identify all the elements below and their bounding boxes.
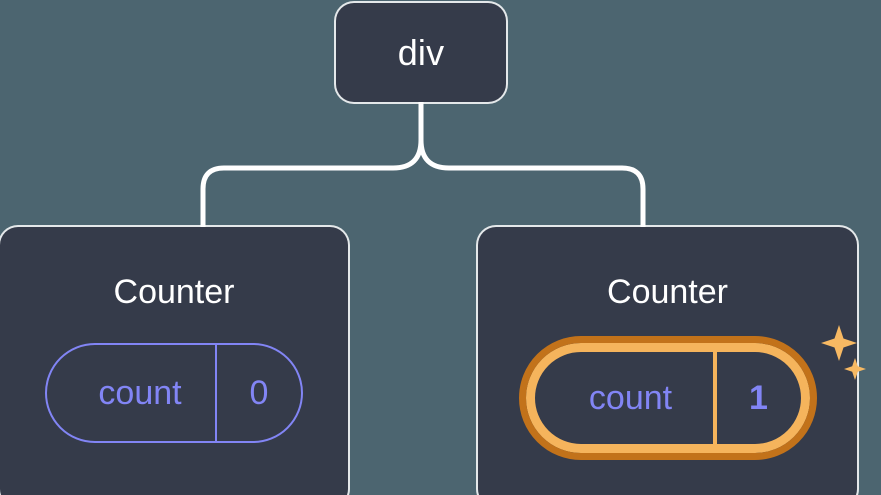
state-value-left: 0 xyxy=(215,345,301,441)
state-pill-wrap-left: count 0 xyxy=(45,343,303,443)
node-counter-left[interactable]: Counter count 0 xyxy=(0,227,348,495)
state-key-right: count xyxy=(588,379,673,417)
node-counter-right-label: Counter xyxy=(607,273,728,311)
node-counter-left-label: Counter xyxy=(113,273,235,311)
edge-root-to-right xyxy=(418,98,646,230)
state-pill-right-highlighted[interactable]: count 1 xyxy=(518,336,817,460)
state-pill-left[interactable]: count 0 xyxy=(45,343,303,443)
state-pill-wrap-right: count 1 xyxy=(518,325,866,460)
node-div[interactable]: div xyxy=(336,3,506,102)
edge-root-to-left xyxy=(200,98,424,230)
state-key-left: count xyxy=(98,374,182,412)
node-div-label: div xyxy=(397,31,445,73)
state-value-right: 1 xyxy=(712,352,801,444)
sparkle-large-icon xyxy=(820,325,857,361)
node-counter-right[interactable]: Counter count 1 xyxy=(478,227,866,495)
